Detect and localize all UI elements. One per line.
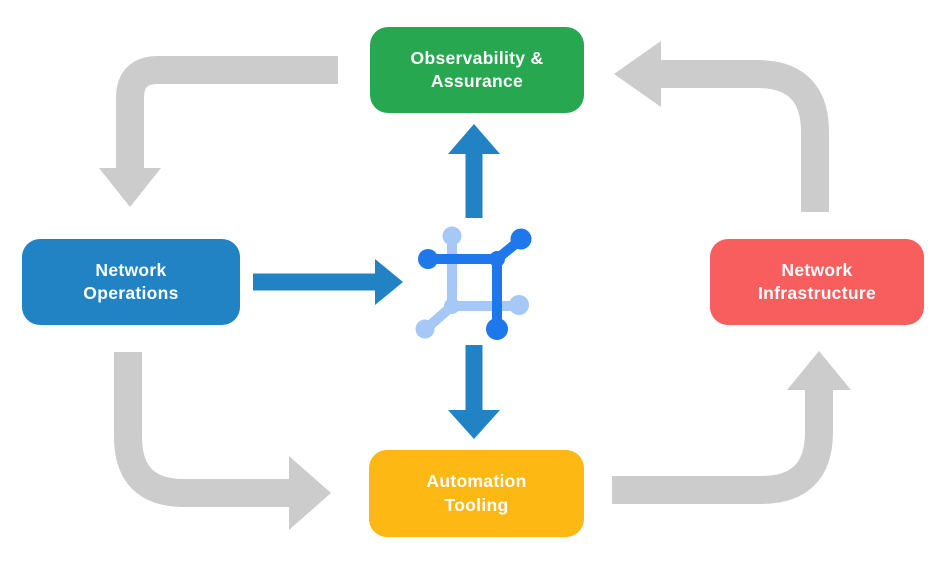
node-observability-assurance: Observability & Assurance (370, 27, 584, 113)
gray-arrow-operations-to-automation (114, 352, 331, 530)
node-network-infrastructure: Network Infrastructure (710, 239, 924, 325)
blue-arrow-center-to-automation (448, 345, 500, 439)
blue-arrow-center-to-observability (448, 124, 500, 218)
node-label-line: Tooling (444, 494, 509, 515)
node-automation-tooling: Automation Tooling (369, 450, 584, 537)
node-label-line: Operations (83, 283, 179, 303)
blue-arrow-operations-to-center (253, 259, 403, 305)
node-label-line: Network (781, 259, 853, 280)
gray-arrow-automation-to-infrastructure (612, 351, 851, 504)
gray-arrow-observability-to-operations (99, 56, 338, 207)
gray-arrow-infrastructure-to-observability (614, 41, 829, 212)
node-label-line: Observability & (410, 47, 544, 68)
node-label-line: Infrastructure (758, 283, 876, 303)
network-grid-icon (415, 226, 532, 340)
node-network-operations: Network Operations (22, 239, 240, 325)
node-label-line: Automation (426, 471, 527, 492)
node-label-line: Assurance (430, 71, 524, 91)
node-label-line: Network (95, 259, 167, 280)
